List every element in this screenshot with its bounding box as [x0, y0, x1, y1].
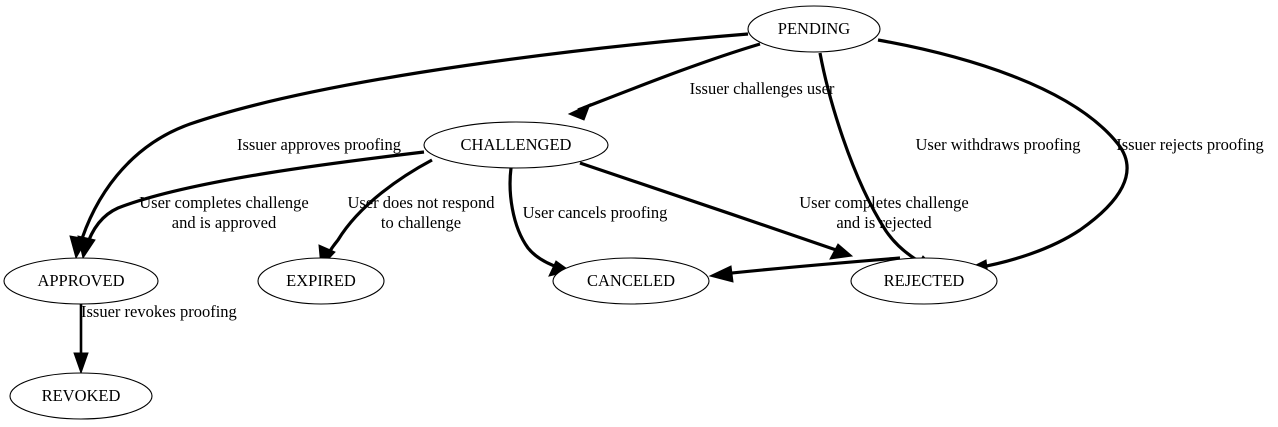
- edge-path-pending-approved: [77, 32, 749, 249]
- node-label-approved: APPROVED: [37, 271, 124, 290]
- arrow-head-rejected-from-challenged: [829, 243, 854, 260]
- edge-label-challenged-expired-line2: to challenge: [381, 213, 461, 232]
- node-ellipse-pending[interactable]: [747, 5, 881, 53]
- node-expired[interactable]: EXPIRED: [257, 257, 385, 305]
- node-label-pending: PENDING: [778, 19, 850, 38]
- node-canceled[interactable]: CANCELED: [552, 257, 710, 305]
- node-challenged[interactable]: CHALLENGED: [423, 121, 609, 169]
- node-revoked[interactable]: REVOKED: [9, 372, 153, 420]
- edge-path-pending-canceled: [818, 52, 928, 268]
- edge-label-challenged-rejected-line1: User completes challenge: [799, 193, 969, 212]
- edge-label-challenged-rejected-line2: and is rejected: [836, 213, 932, 232]
- edge-label-pending-approved: Issuer approves proofing: [237, 135, 401, 154]
- edge-label-pending-canceled: User withdraws proofing: [916, 135, 1081, 154]
- node-label-challenged: CHALLENGED: [461, 135, 572, 154]
- edge-pending-rejected: Issuer rejects proofing: [877, 38, 1264, 277]
- arrow-head-revoked-from-approved: [73, 352, 89, 375]
- node-rejected[interactable]: REJECTED: [850, 257, 998, 305]
- node-label-revoked: REVOKED: [42, 386, 121, 405]
- edge-path-crossing-to-canceled: [721, 256, 901, 276]
- node-label-canceled: CANCELED: [587, 271, 675, 290]
- edge-challenged-approved: User completes challenge and is approved: [77, 150, 425, 260]
- node-ellipse-rejected[interactable]: [850, 257, 998, 305]
- edge-path-challenged-canceled: [508, 167, 561, 270]
- edge-label-challenged-approved-line2: and is approved: [172, 213, 277, 232]
- node-ellipse-canceled[interactable]: [552, 257, 710, 305]
- edge-label-pending-challenged: Issuer challenges user: [690, 79, 835, 98]
- edge-challenged-rejected: User completes challenge and is rejected: [579, 161, 969, 260]
- arrow-head-canceled-crossing: [708, 265, 734, 283]
- edge-approved-revoked: Issuer revokes proofing: [73, 302, 237, 375]
- edge-path-challenged-rejected: [579, 161, 843, 254]
- arrow-head-approved-from-challenged: [77, 235, 96, 260]
- edge-path-pending-challenged: [577, 42, 761, 112]
- node-label-rejected: REJECTED: [884, 271, 965, 290]
- edge-path-pending-rejected: [877, 38, 1129, 270]
- edge-label-challenged-expired-line1: User does not respond: [347, 193, 495, 212]
- edge-label-approved-revoked: Issuer revokes proofing: [81, 302, 237, 321]
- node-pending[interactable]: PENDING: [747, 5, 881, 53]
- arrow-head-challenged-from-pending: [567, 103, 591, 121]
- edge-challenged-canceled: User cancels proofing: [508, 167, 668, 277]
- node-label-expired: EXPIRED: [286, 271, 356, 290]
- edge-challenged-expired: User does not respond to challenge: [318, 158, 495, 269]
- edge-label-challenged-canceled: User cancels proofing: [523, 203, 668, 222]
- node-ellipse-revoked[interactable]: [9, 372, 153, 420]
- edge-pending-approved: Issuer approves proofing: [69, 32, 749, 260]
- edge-path-challenged-approved: [84, 150, 425, 249]
- edge-pending-canceled: User withdraws proofing: [818, 52, 1081, 272]
- node-ellipse-approved[interactable]: [3, 257, 159, 305]
- node-approved[interactable]: APPROVED: [3, 257, 159, 305]
- edge-label-challenged-approved-line1: User completes challenge: [139, 193, 309, 212]
- edge-crossing-to-canceled: [708, 256, 901, 283]
- edge-label-pending-rejected: Issuer rejects proofing: [1116, 135, 1264, 154]
- node-ellipse-challenged[interactable]: [423, 121, 609, 169]
- edge-pending-challenged: Issuer challenges user: [567, 42, 835, 121]
- node-ellipse-expired[interactable]: [257, 257, 385, 305]
